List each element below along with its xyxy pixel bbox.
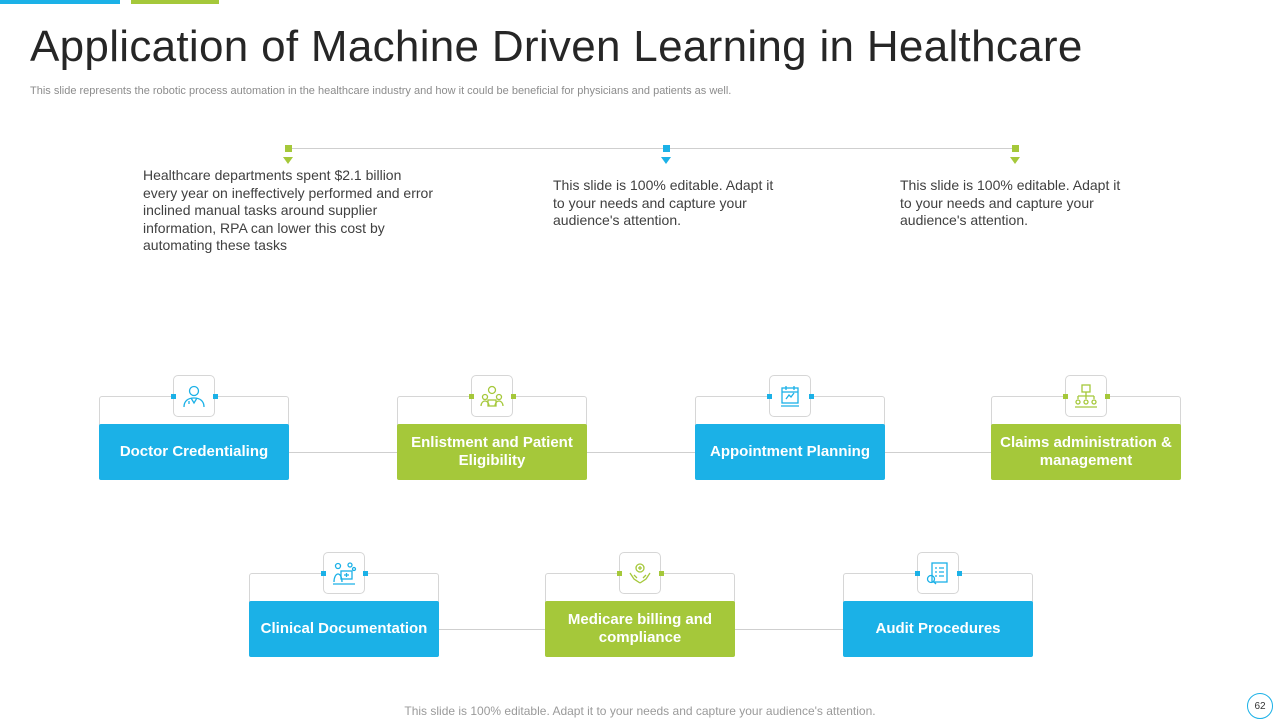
icon-dot-left <box>321 571 326 576</box>
card-appointment-planning[interactable]: Appointment Planning <box>695 424 885 480</box>
slide-footer: This slide is 100% editable. Adapt it to… <box>404 704 876 718</box>
card-doctor-credentialing[interactable]: Doctor Credentialing <box>99 424 289 480</box>
clinic-icon <box>323 552 365 594</box>
slide-title: Application of Machine Driven Learning i… <box>30 22 1083 71</box>
icon-dot-left <box>171 394 176 399</box>
icon-dot-left <box>915 571 920 576</box>
icon-dot-right <box>957 571 962 576</box>
card-audit-procedures[interactable]: Audit Procedures <box>843 601 1033 657</box>
icon-dot-left <box>767 394 772 399</box>
icon-dot-right <box>659 571 664 576</box>
timeline-arrow-1 <box>283 157 293 164</box>
doctor-icon <box>173 375 215 417</box>
icon-dot-right <box>213 394 218 399</box>
icon-dot-right <box>1105 394 1110 399</box>
icon-dot-right <box>363 571 368 576</box>
hands-care-icon <box>619 552 661 594</box>
timeline-line <box>288 148 1016 149</box>
icon-dot-left <box>617 571 622 576</box>
timeline-note-3: This slide is 100% editable. Adapt it to… <box>900 177 1121 228</box>
timeline-marker-2 <box>663 145 670 152</box>
hierarchy-icon <box>1065 375 1107 417</box>
row1-connector <box>194 452 1086 453</box>
accent-bar-green <box>131 0 219 4</box>
calendar-icon <box>769 375 811 417</box>
slide-subtitle: This slide represents the robotic proces… <box>30 85 732 97</box>
icon-dot-left <box>469 394 474 399</box>
card-claims-administration[interactable]: Claims administration & management <box>991 424 1181 480</box>
card-clinical-documentation[interactable]: Clinical Documentation <box>249 601 439 657</box>
card-enlistment-patient-eligibility[interactable]: Enlistment and Patient Eligibility <box>397 424 587 480</box>
timeline-arrow-3 <box>1010 157 1020 164</box>
icon-dot-left <box>1063 394 1068 399</box>
timeline-note-1: Healthcare departments spent $2.1 billio… <box>143 167 433 253</box>
timeline-marker-3 <box>1012 145 1019 152</box>
checklist-icon <box>917 552 959 594</box>
timeline-marker-1 <box>285 145 292 152</box>
patients-icon <box>471 375 513 417</box>
timeline-note-2: This slide is 100% editable. Adapt it to… <box>553 177 774 228</box>
icon-dot-right <box>809 394 814 399</box>
page-number: 62 <box>1247 693 1273 719</box>
accent-bar-blue <box>0 0 120 4</box>
card-medicare-billing[interactable]: Medicare billing and compliance <box>545 601 735 657</box>
timeline-arrow-2 <box>661 157 671 164</box>
icon-dot-right <box>511 394 516 399</box>
